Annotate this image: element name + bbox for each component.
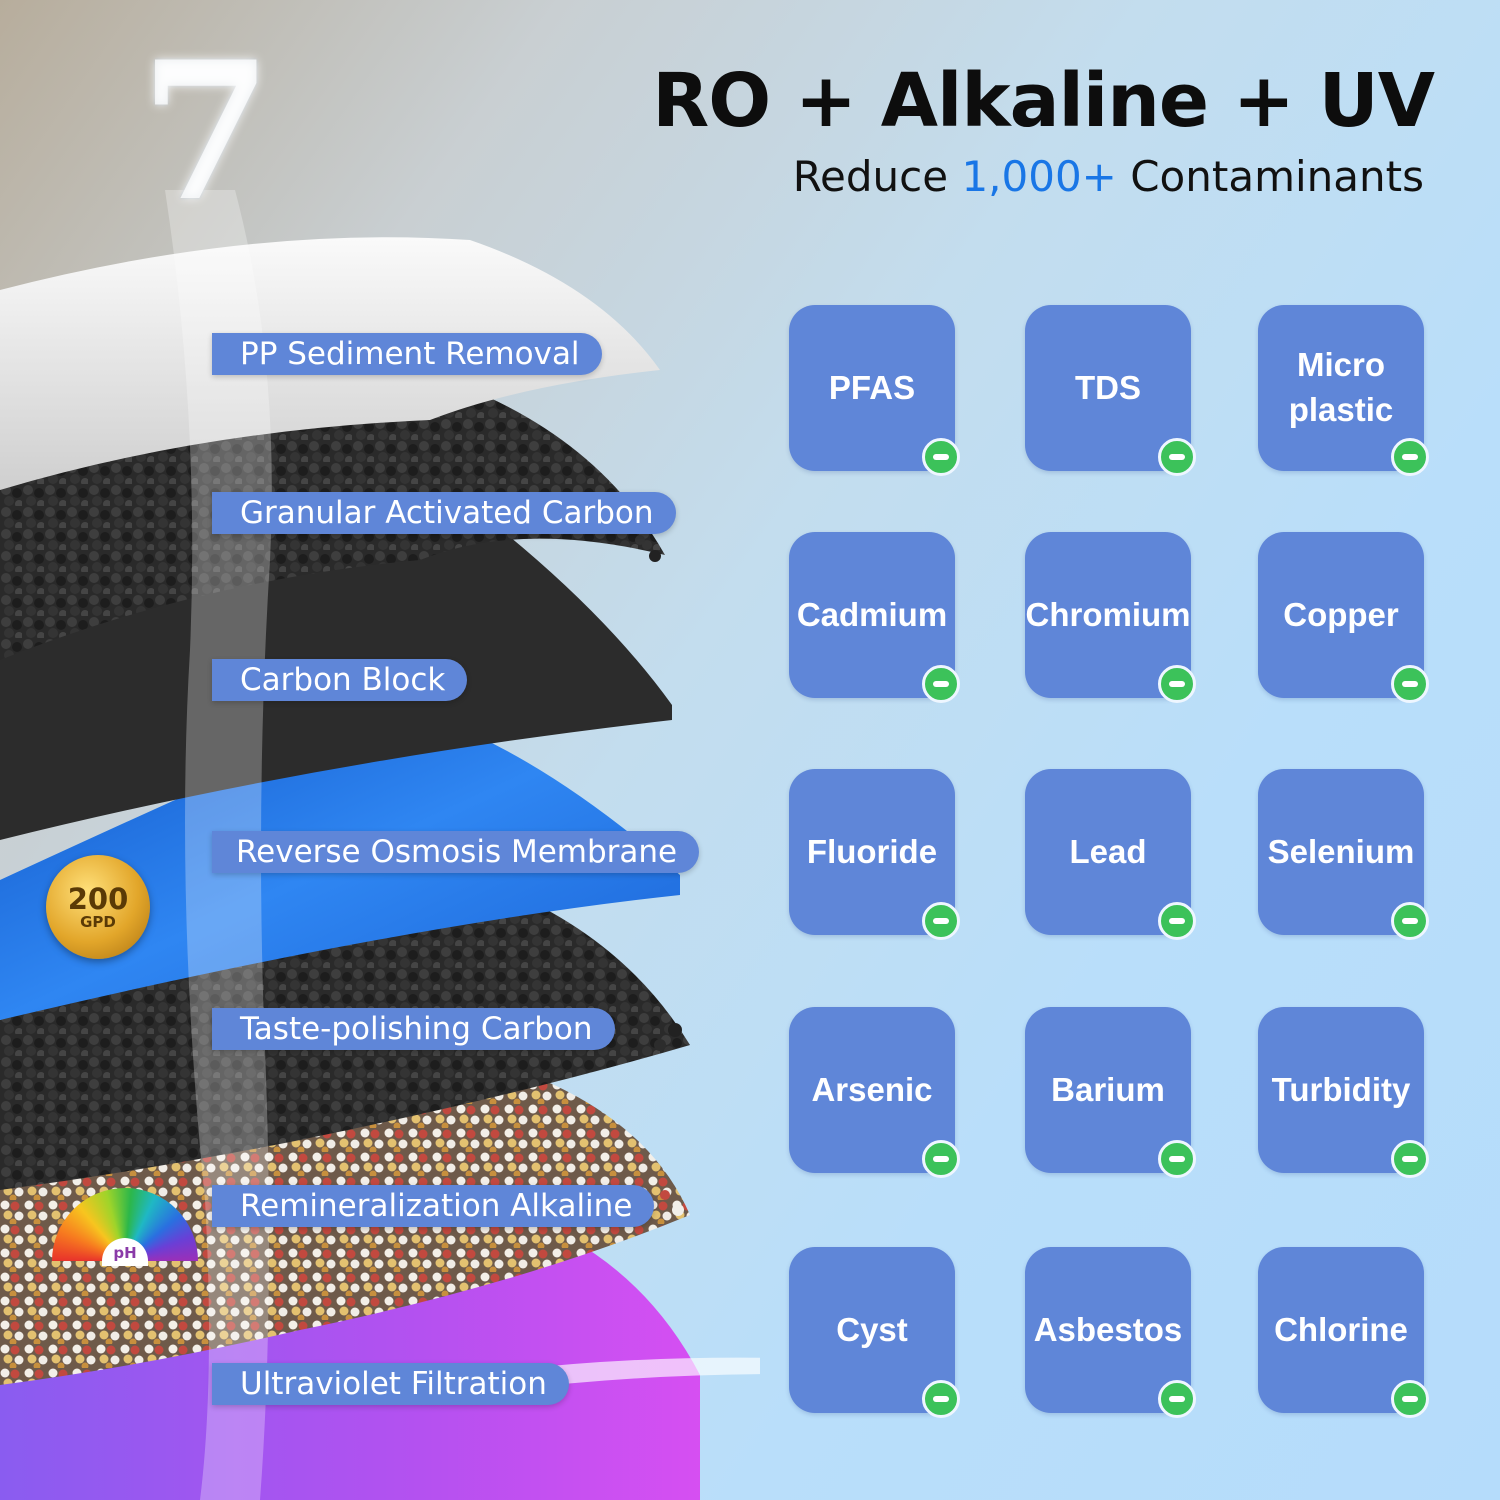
- contaminant-label: TDS: [1075, 368, 1141, 406]
- minus-icon: [1391, 438, 1429, 476]
- contaminant-label: Arsenic: [811, 1070, 933, 1108]
- minus-icon: [1158, 1380, 1196, 1418]
- filter-layers-illustration: [0, 237, 700, 1500]
- contaminant-tile: Asbestos: [1025, 1247, 1196, 1418]
- contaminant-tile: Micro plastic: [1258, 305, 1429, 476]
- contaminant-tile: PFAS: [789, 305, 960, 476]
- contaminant-label: Selenium: [1267, 832, 1415, 870]
- contaminant-tile: Chromium: [1025, 532, 1196, 703]
- contaminant-label: Chlorine: [1274, 1310, 1408, 1348]
- contaminant-label: Cadmium: [796, 595, 948, 633]
- minus-icon: [922, 665, 960, 703]
- gpd-badge-value: 200: [67, 882, 129, 916]
- contaminant-label: Turbidity: [1271, 1070, 1411, 1108]
- minus-icon: [1391, 1380, 1429, 1418]
- contaminant-label: Micro plastic: [1288, 346, 1394, 428]
- stage-count-numeral: 7: [140, 20, 273, 243]
- contaminant-label: PFAS: [828, 368, 916, 406]
- gpd-badge-unit: GPD: [80, 913, 116, 931]
- stage-label-carbon-block: Carbon Block: [212, 659, 468, 701]
- minus-icon: [1158, 902, 1196, 940]
- minus-icon: [1391, 1140, 1429, 1178]
- page-subtitle: Reduce 1,000+ Contaminants: [793, 152, 1424, 201]
- contaminant-label: Asbestos: [1033, 1310, 1183, 1348]
- minus-icon: [1391, 902, 1429, 940]
- minus-icon: [922, 1380, 960, 1418]
- subtitle-suffix: Contaminants: [1130, 152, 1424, 201]
- contaminant-tile: TDS: [1025, 305, 1196, 476]
- contaminant-tile: Fluoride: [789, 769, 960, 940]
- stage-label-pp-sediment: PP Sediment Removal: [212, 333, 602, 375]
- minus-icon: [922, 902, 960, 940]
- contaminant-label: Barium: [1051, 1070, 1165, 1108]
- contaminant-label: Copper: [1283, 595, 1399, 633]
- gpd-badge: 200 GPD: [46, 855, 150, 959]
- contaminant-tile: Arsenic: [789, 1007, 960, 1178]
- contaminant-label: Chromium: [1025, 595, 1191, 633]
- contaminant-label: Fluoride: [806, 832, 938, 870]
- minus-icon: [922, 438, 960, 476]
- contaminant-tile: Cadmium: [789, 532, 960, 703]
- stage-label-granular-carbon: Granular Activated Carbon: [212, 492, 676, 534]
- stage-label-ro-membrane: Reverse Osmosis Membrane: [212, 831, 700, 873]
- contaminant-label: Lead: [1069, 832, 1147, 870]
- contaminant-tile: Lead: [1025, 769, 1196, 940]
- minus-icon: [1158, 665, 1196, 703]
- contaminant-tile: Cyst: [789, 1247, 960, 1418]
- contaminant-tile: Copper: [1258, 532, 1429, 703]
- subtitle-prefix: Reduce: [792, 152, 949, 201]
- contaminant-tile: Selenium: [1258, 769, 1429, 940]
- minus-icon: [1158, 438, 1196, 476]
- stage-label-taste-polishing: Taste-polishing Carbon: [212, 1008, 615, 1050]
- minus-icon: [1158, 1140, 1196, 1178]
- minus-icon: [1391, 665, 1429, 703]
- contaminant-label: Cyst: [836, 1310, 908, 1348]
- minus-icon: [922, 1140, 960, 1178]
- contaminant-tile: Chlorine: [1258, 1247, 1429, 1418]
- page-title: RO + Alkaline + UV: [652, 58, 1435, 144]
- contaminant-tile: Turbidity: [1258, 1007, 1429, 1178]
- stage-label-remineralization: Remineralization Alkaline: [212, 1185, 655, 1227]
- subtitle-count: 1,000+: [961, 152, 1117, 201]
- stage-label-ultraviolet: Ultraviolet Filtration: [212, 1363, 569, 1405]
- contaminant-tile: Barium: [1025, 1007, 1196, 1178]
